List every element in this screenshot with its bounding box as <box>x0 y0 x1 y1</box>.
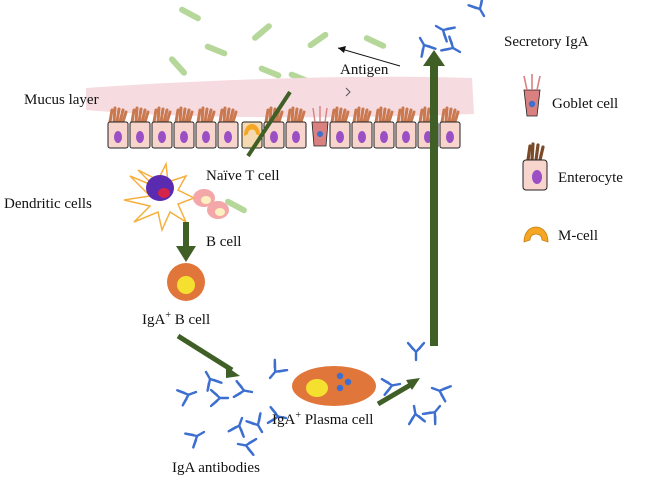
iga-plasma-prefix: IgA <box>272 412 296 428</box>
naive-t-cell-label: Naïve T cell <box>206 168 280 184</box>
antigen-label: Antigen <box>340 62 389 78</box>
goblet-cell-icon <box>523 74 541 117</box>
legend-goblet-cell-label: Goblet cell <box>552 96 619 112</box>
iga-b-cell-icon <box>167 263 205 301</box>
iga-b-cell-suffix: B cell <box>170 312 211 328</box>
m-cell <box>241 121 263 149</box>
iga-b-cell-prefix: IgA <box>142 312 166 328</box>
iga-antibodies-label: IgA antibodies <box>172 460 260 476</box>
mucus-layer-label: Mucus layer <box>24 92 99 108</box>
goblet-cell <box>311 106 329 147</box>
legend-enterocyte-label: Enterocyte <box>558 170 623 186</box>
plus-superscript: + <box>165 310 171 321</box>
iga-b-cell-label: IgA+ B cell <box>142 310 211 329</box>
secretory-iga-label: Secretory IgA <box>504 34 589 50</box>
enterocyte-icon <box>522 142 548 191</box>
flow-arrows <box>176 50 445 407</box>
m-cell-icon <box>523 226 549 243</box>
legend-m-cell-label: M-cell <box>558 228 598 244</box>
dendritic-cells-label: Dendritic cells <box>4 196 92 212</box>
mucus-layer <box>86 76 474 118</box>
dendritic-cell-icon <box>123 161 196 233</box>
plasma-cell-icon <box>292 366 376 406</box>
plus-superscript: + <box>295 410 301 421</box>
b-cell-icon <box>193 189 229 219</box>
iga-plasma-cell-label: IgA+ Plasma cell <box>272 410 374 429</box>
b-cell-label: B cell <box>206 234 242 250</box>
antigen-pointer <box>337 47 401 67</box>
secretory-antibodies <box>411 0 493 61</box>
iga-plasma-suffix: Plasma cell <box>300 412 374 428</box>
